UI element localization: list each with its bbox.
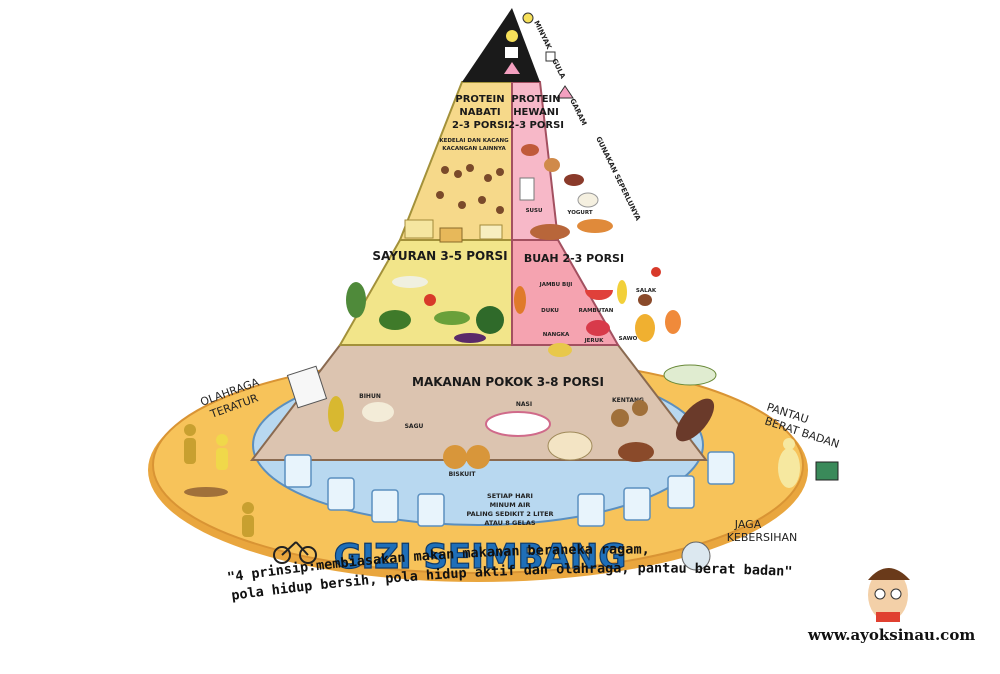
corn-icon [328, 396, 344, 432]
yogurt-icon [577, 192, 599, 208]
bread-icon [547, 431, 593, 461]
flour-bag-icon [286, 365, 328, 409]
tier-top [462, 8, 540, 82]
page-title: GIZI SEIMBANG [334, 537, 627, 577]
water-glass-icon [577, 493, 605, 527]
pokok-biskuit: BISKUIT [449, 471, 477, 478]
nuts-icon [436, 164, 504, 214]
meat-icons [519, 144, 613, 240]
sugar-icon [505, 47, 518, 58]
water-glass-icon [284, 454, 312, 488]
weigh-person-icon [778, 438, 800, 488]
staple-icons [286, 364, 717, 469]
susu-label: SUSU [526, 208, 543, 214]
fruit-icons [548, 267, 681, 357]
buah-salak: SALAK [636, 288, 657, 294]
rice-plate-icon [485, 411, 551, 437]
water-glass-icon [327, 477, 355, 511]
makanan-pokok-label: MAKANAN POKOK 3-8 PORSI [412, 375, 604, 389]
mascot-logo [868, 568, 910, 622]
oil-icon [506, 30, 518, 42]
air-line3: PALING SEDIKIT 2 LITER [466, 510, 553, 518]
air-line1: SETIAP HARI [487, 492, 533, 500]
bihun-icon [362, 402, 394, 422]
tofu-2-icon [479, 224, 503, 240]
protein-nabati-note2: KACANGAN LAINNYA [442, 146, 506, 152]
air-line4: ATAU 8 GELAS [484, 519, 536, 527]
protein-nabati-line2: NABATI [459, 107, 500, 118]
pokok-nasi: NASI [516, 401, 532, 408]
tofu-icon [404, 219, 434, 239]
legend-oil-icon [522, 12, 534, 24]
scale-icon [815, 461, 839, 481]
legend-minyak: MINYAK [532, 19, 553, 51]
vegetables-icons [346, 276, 526, 343]
jaga-line2: KEBERSIHAN [727, 531, 798, 544]
yogurt-label: YOGURT [566, 210, 592, 216]
pokok-bihun: BIHUN [359, 393, 381, 400]
fish-icon [577, 219, 613, 233]
jaga-line1: JAGA [734, 518, 762, 531]
exercise-figures-icon [184, 424, 254, 537]
milk-glass-icon [519, 177, 535, 201]
buah-rambutan: RAMBUTAN [579, 308, 614, 314]
pokok-sagu: SAGU [405, 423, 424, 430]
legend-sugar-icon [545, 51, 556, 62]
water-glasses [284, 451, 735, 527]
water-glass-icon [417, 493, 445, 527]
website-credit[interactable]: www.ayoksinau.com [808, 626, 976, 644]
buah-jambu: JAMBU BIJI [539, 282, 573, 288]
protein-nabati-note1: KEDELAI DAN KACANG [439, 138, 509, 144]
water-glass-icon [371, 489, 399, 523]
buah-label: BUAH 2-3 PORSI [524, 252, 624, 265]
sayuran-label: SAYURAN 3-5 PORSI [372, 249, 507, 263]
legend-gula: GULA [550, 57, 567, 80]
protein-hewani-line1: PROTEIN [511, 94, 560, 105]
pokok-kentang: KENTANG [612, 397, 644, 404]
biscuit-icon [443, 445, 467, 469]
buah-duku: DUKU [541, 308, 559, 314]
bicycle-icon [273, 541, 317, 564]
potato-icon [611, 409, 629, 427]
water-glass-icon [667, 475, 695, 509]
buah-sawo: SAWO [619, 336, 638, 342]
protein-hewani-line3: 2-3 PORSI [508, 120, 564, 131]
protein-hewani-line2: HEWANI [513, 107, 559, 118]
protein-nabati-line1: PROTEIN [455, 94, 504, 105]
water-glass-icon [623, 487, 651, 521]
sweet-potato-icon [618, 442, 654, 462]
legend-salt-icon [556, 85, 574, 99]
legend-garam: GARAM [568, 97, 588, 127]
leek-icon [663, 364, 717, 386]
handwash-icon [681, 541, 711, 571]
tier-protein-nabati [398, 81, 513, 241]
protein-nabati-line3: 2-3 PORSI [452, 120, 508, 131]
buah-jeruk: JERUK [584, 338, 605, 344]
air-line2: MINUM AIR [490, 501, 531, 509]
legend-seperlunya: GUNAKAN SEPERLUNYA [594, 135, 642, 222]
water-glass-icon [707, 451, 735, 485]
chicken-icon [530, 224, 570, 240]
tempeh-icon [439, 227, 463, 243]
salt-icon [504, 62, 520, 74]
buah-nangka: NANGKA [543, 332, 570, 338]
cassava-icon [675, 398, 715, 442]
